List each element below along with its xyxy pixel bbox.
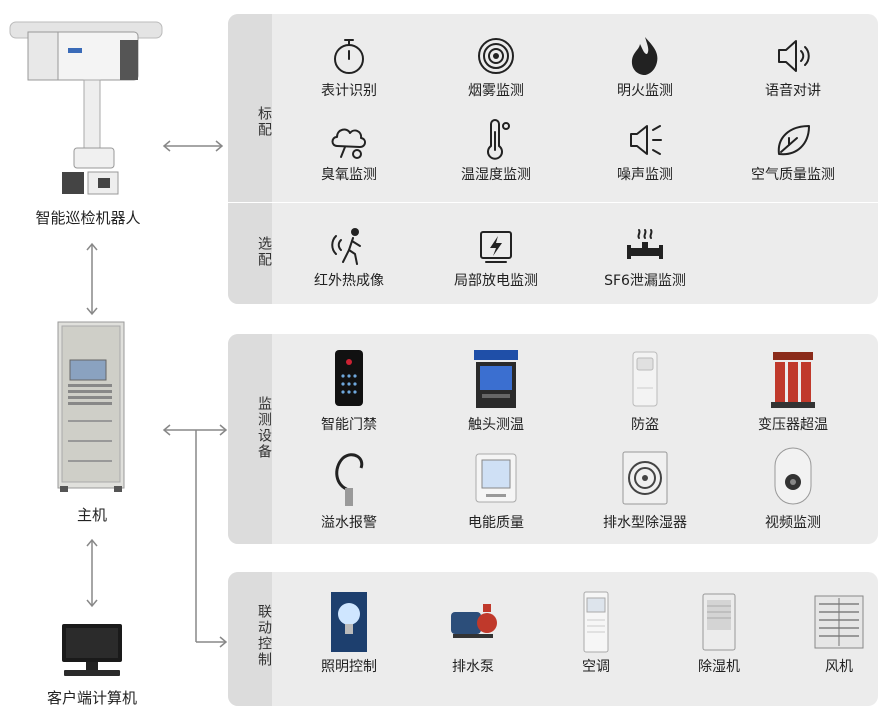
control-drain-pump: 排水泵 (398, 590, 548, 676)
device-power-quality: 电能质量 (421, 446, 571, 532)
feature-intercom: 语音对讲 (718, 34, 868, 100)
linkage-panel: 联动控制 照明控制 排水泵 空调 (228, 572, 878, 706)
smoke-detector-icon (478, 38, 514, 74)
feature-label: 温湿度监测 (461, 167, 531, 183)
feature-ozone: 臭氧监测 (274, 118, 424, 184)
anti-theft-image (632, 351, 658, 407)
feature-label: 局部放电监测 (454, 273, 538, 289)
device-label: 防盗 (631, 417, 659, 433)
flame-icon (631, 37, 658, 75)
monitoring-panel: 监测设备 智能门禁 触头测温 防盗 (228, 334, 878, 544)
control-label: 空调 (582, 659, 610, 675)
feature-label: 红外热成像 (314, 273, 384, 289)
control-dehumidifier: 除湿机 (644, 590, 794, 676)
pump-image (451, 604, 497, 638)
feature-sf6-leak: SF6泄漏监测 (570, 224, 720, 290)
host-label: 主机 (76, 506, 107, 524)
thermometer-icon (487, 119, 510, 160)
light-bulb-image (331, 592, 367, 652)
device-label: 视频监测 (765, 515, 821, 531)
ozone-cloud-icon (331, 128, 366, 159)
feature-infrared: 红外热成像 (274, 224, 424, 290)
host-client-arrow (86, 538, 98, 608)
standard-label: 标配 (256, 106, 272, 138)
control-label: 照明控制 (321, 659, 377, 675)
feature-noise: 噪声监测 (570, 118, 720, 184)
sf6-pipe-icon (627, 229, 663, 259)
monitoring-label: 监测设备 (256, 396, 272, 460)
water-leak-image (335, 453, 364, 506)
robot-panel-arrow (162, 140, 224, 152)
host-cabinet-image (57, 321, 125, 492)
monitoring-panel-side (228, 334, 272, 544)
feature-label: 明火监测 (617, 83, 673, 99)
stopwatch-icon (334, 39, 364, 74)
client-label: 客户端计算机 (46, 689, 137, 707)
feature-label: 臭氧监测 (321, 167, 377, 183)
device-label: 智能门禁 (321, 417, 377, 433)
feature-meter-reading: 表计识别 (274, 34, 424, 100)
device-label: 电能质量 (468, 515, 524, 531)
dome-camera-image (774, 447, 812, 505)
air-conditioner-image (583, 591, 609, 653)
device-transformer-overtemp: 变压器超温 (718, 348, 868, 434)
device-contact-temp: 触头测温 (421, 348, 571, 434)
contact-temp-image (474, 350, 518, 408)
control-label: 排水泵 (452, 659, 494, 675)
client-computer-image (62, 624, 122, 676)
control-fan: 风机 (764, 590, 878, 676)
exhaust-fan-image (814, 595, 864, 649)
power-quality-image (475, 453, 517, 503)
device-label: 触头测温 (468, 417, 524, 433)
drain-dehumidifier-image (622, 451, 668, 505)
device-video: 视频监测 (718, 446, 868, 532)
control-label: 风机 (825, 659, 853, 675)
device-dehumidifier-drain: 排水型除湿器 (570, 446, 720, 532)
device-label: 排水型除湿器 (603, 515, 687, 531)
feature-smoke: 烟雾监测 (421, 34, 571, 100)
feature-air-quality: 空气质量监测 (718, 118, 868, 184)
device-anti-theft: 防盗 (570, 348, 720, 434)
air-leaf-icon (777, 125, 810, 156)
optional-label: 选配 (256, 236, 272, 268)
feature-partial-discharge: 局部放电监测 (421, 224, 571, 290)
noise-speaker-icon (630, 125, 662, 155)
feature-label: 烟雾监测 (468, 83, 524, 99)
device-label: 溢水报警 (321, 515, 377, 531)
robot-host-arrow (86, 242, 98, 316)
device-access-control: 智能门禁 (274, 348, 424, 434)
linkage-panel-side (228, 572, 272, 706)
robot-label: 智能巡检机器人 (35, 209, 141, 227)
sensor-panel: 标配 选配 表计识别 烟雾监测 明火监测 语音对讲 (228, 14, 878, 304)
speaker-icon (778, 40, 810, 72)
control-air-conditioner: 空调 (521, 590, 671, 676)
control-label: 除湿机 (698, 659, 740, 675)
infrared-person-icon (331, 228, 361, 265)
transformer-image (771, 352, 815, 408)
device-label: 变压器超温 (758, 417, 828, 433)
control-lighting: 照明控制 (274, 590, 424, 676)
section-divider (228, 202, 878, 203)
feature-label: 空气质量监测 (751, 167, 835, 183)
access-control-image (335, 350, 363, 406)
feature-label: 表计识别 (321, 83, 377, 99)
linkage-label: 联动控制 (256, 604, 272, 668)
discharge-bolt-icon (480, 231, 512, 263)
feature-label: 语音对讲 (765, 83, 821, 99)
feature-label: SF6泄漏监测 (604, 273, 686, 289)
inspection-robot-image (9, 21, 163, 195)
device-water-leak: 溢水报警 (274, 446, 424, 532)
host-panel-arrows (162, 424, 228, 648)
sensor-panel-side (228, 14, 272, 304)
feature-label: 噪声监测 (617, 167, 673, 183)
feature-flame: 明火监测 (570, 34, 720, 100)
feature-temp-humidity: 温湿度监测 (421, 118, 571, 184)
dehumidifier-image (702, 593, 736, 651)
